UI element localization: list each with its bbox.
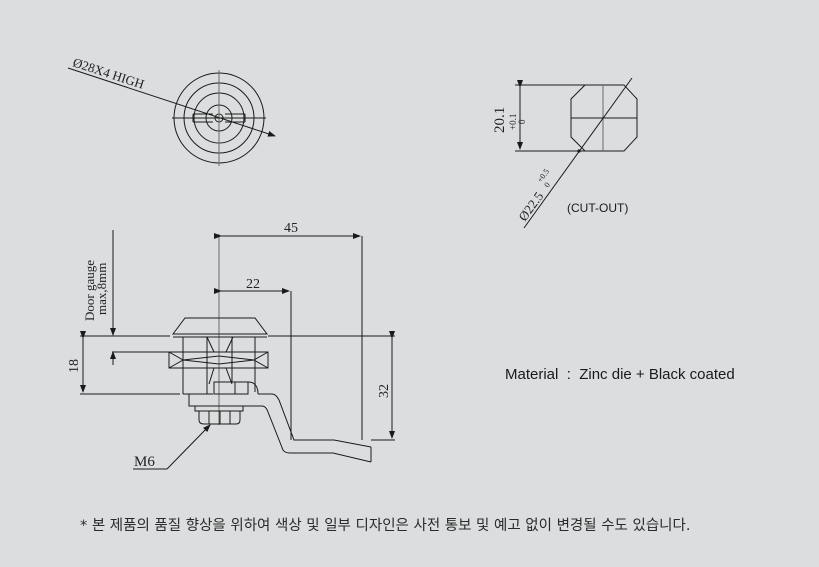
cutout-view: 20.1 +0.1 0 Ø22.5 +0.5 0 (CUT-OUT) [492, 77, 638, 229]
cutout-height-tol-upper: +0.1 [508, 114, 518, 130]
material-separator: : [566, 366, 571, 383]
thread-label: M6 [134, 454, 155, 470]
cutout-diameter-tol-lower: 0 [542, 181, 552, 190]
material-value: Zinc die + Black coated [579, 366, 735, 383]
cutout-height-tol-lower: 0 [517, 119, 527, 124]
material-spec: Material : Zinc die + Black coated [505, 366, 735, 383]
dim-body-height: 18 [67, 359, 82, 373]
footnote: * 본 제품의 품질 향상을 위하여 색상 및 일부 디자인은 사전 통보 및 … [80, 518, 691, 534]
dim-cam-offset: 22 [246, 277, 260, 292]
top-view-key-face: Ø28X4 HIGH [67, 55, 276, 166]
dim-cam-drop: 32 [377, 384, 392, 398]
cutout-diameter-label: Ø22.5 [515, 189, 546, 224]
side-view-lock: 45 22 Door gauge max,8mm 18 32 [67, 221, 395, 470]
cutout-caption: (CUT-OUT) [567, 201, 628, 215]
material-label: Material [505, 366, 559, 383]
cutout-height-value: 20.1 [492, 107, 508, 133]
door-gauge-line2: max,8mm [94, 263, 109, 315]
dim-overall-length: 45 [284, 221, 298, 236]
door-gauge-line1: Door gauge [82, 260, 97, 321]
